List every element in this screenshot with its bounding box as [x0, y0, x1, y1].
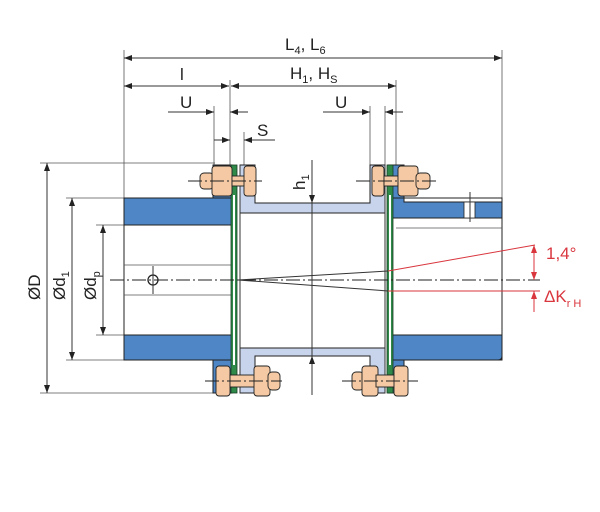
- bolt-bottom-right: [342, 365, 418, 397]
- right-hub: [387, 164, 503, 394]
- label-spacer-length: H1, HS: [290, 64, 337, 86]
- label-dp: Ødp: [81, 271, 103, 300]
- misalignment-lines: [237, 244, 540, 312]
- bolt-top-right: [356, 165, 438, 197]
- label-u-right: U: [335, 93, 347, 112]
- extension-lines: [40, 50, 503, 394]
- bolt-bottom-left: [205, 365, 282, 397]
- label-outer-diameter: ØD: [25, 275, 44, 301]
- label-angle: 1,4°: [546, 244, 576, 263]
- label-u-left: U: [180, 93, 192, 112]
- label-h1: h1: [290, 174, 312, 190]
- left-hub: [123, 164, 233, 394]
- label-overall-length: L4, L6: [285, 35, 326, 57]
- bolt-top-left: [188, 165, 262, 197]
- bolts: [188, 165, 438, 397]
- dimension-lines: [44, 55, 502, 393]
- label-hub-length: l: [180, 65, 184, 84]
- label-d1: Ød1: [50, 271, 72, 300]
- label-gap-s: S: [257, 121, 268, 140]
- label-radial-offset: ΔKr H: [544, 287, 581, 310]
